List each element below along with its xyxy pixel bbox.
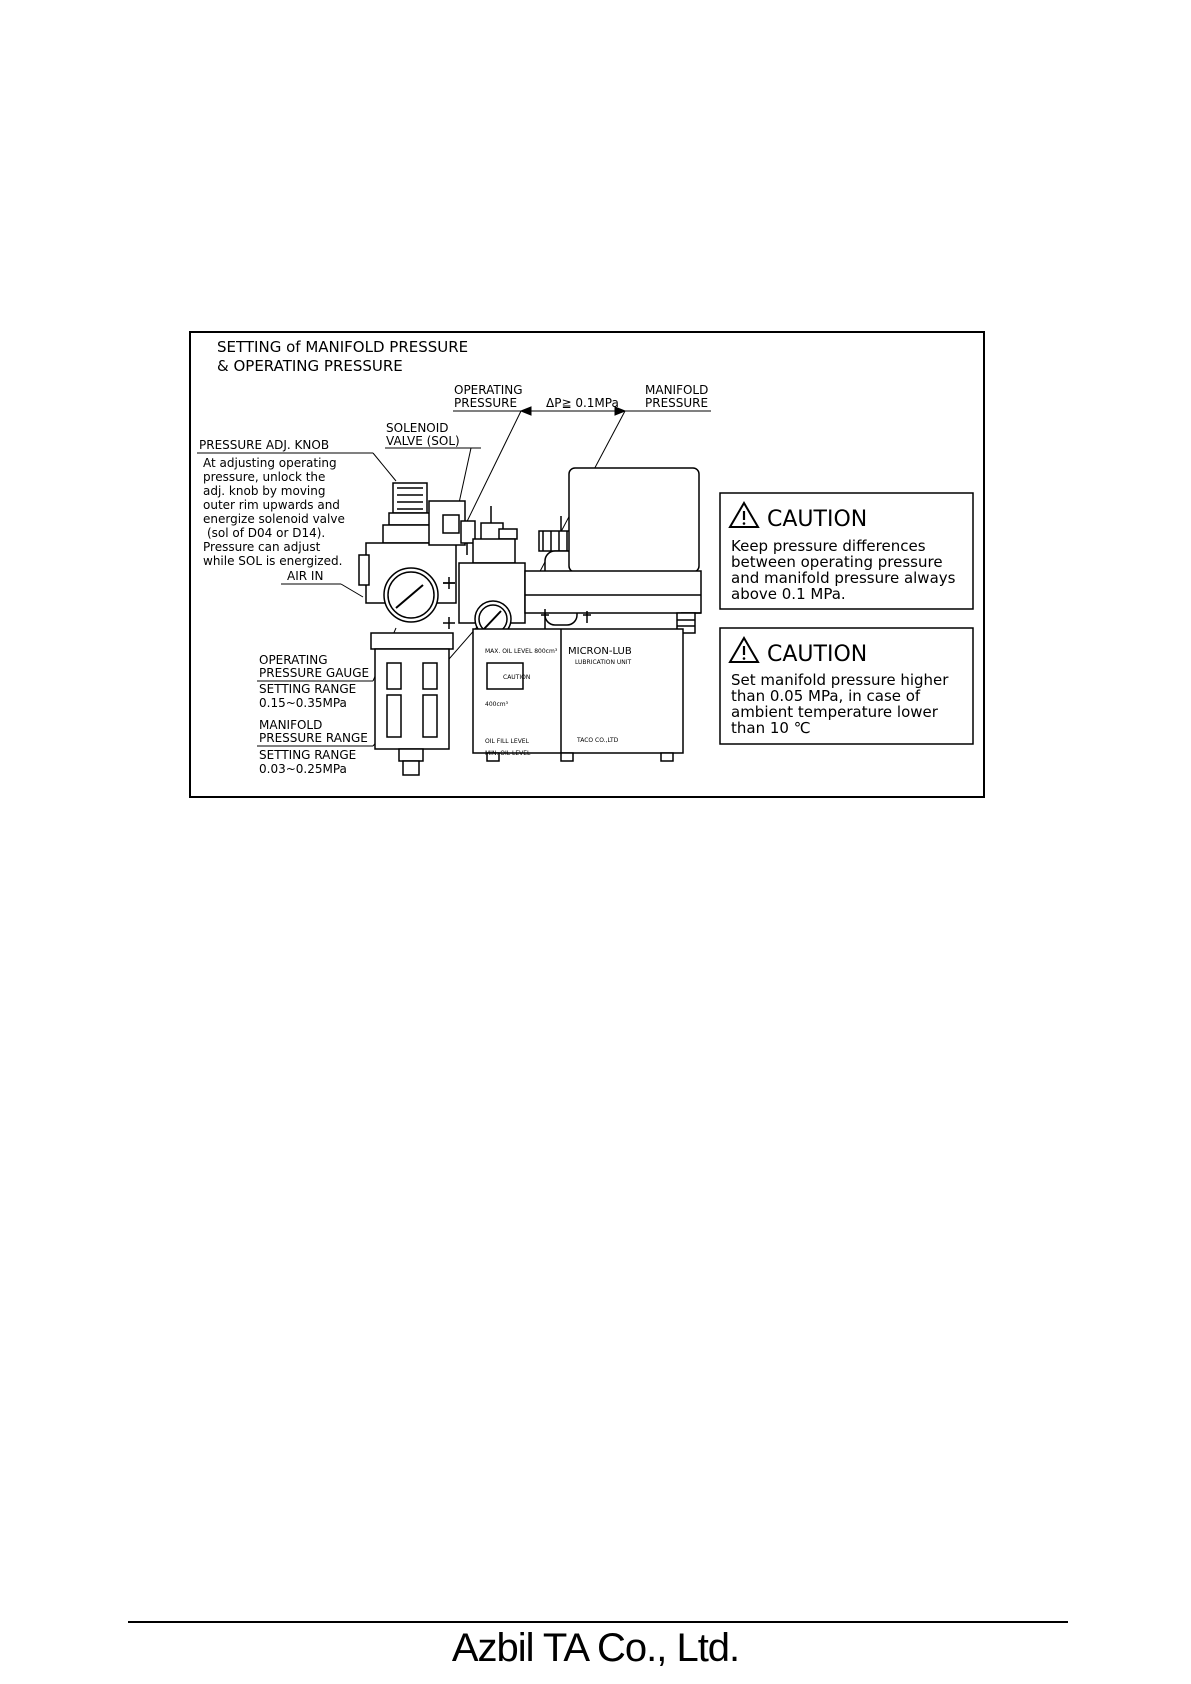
caution-line: between operating pressure [731,553,943,571]
label-operating-pressure-1: OPERATING [454,383,523,397]
value-manifold-range: 0.03~0.25MPa [259,762,347,776]
pressure-setting-figure: SETTING of MANIFOLD PRESSURE & OPERATING… [189,331,985,798]
caution-line: than 0.05 MPa, in case of [731,687,921,705]
knob-note-line: pressure, unlock the [203,470,325,484]
knob-note-line: (sol of D04 or D14). [207,526,325,540]
knob-note-line: At adjusting operating [203,456,337,470]
caution-heading-2: CAUTION [767,642,867,667]
filter-regulator-drawing [358,482,476,776]
label-pressure-adj-knob: PRESSURE ADJ. KNOB [199,438,329,452]
warning-triangle-icon [728,501,760,528]
unit-brand-text: MICRON-LUB [568,646,632,657]
unit-min-oil-text: MIN. OIL LEVEL [485,750,531,757]
knob-note-line: outer rim upwards and [203,498,340,512]
label-op-gauge-1: OPERATING [259,653,328,667]
caution-heading-1: CAUTION [767,507,867,532]
caution-line: than 10 ℃ [731,719,811,737]
caution-line: Keep pressure differences [731,537,926,555]
warning-triangle-icon [728,636,760,663]
caution-line: above 0.1 MPa. [731,585,846,603]
value-op-range: 0.15~0.35MPa [259,696,347,710]
caution-box-2: CAUTION Set manifold pressure higher tha… [719,627,974,745]
caution-line: ambient temperature lower [731,703,939,721]
footer-rule [128,1621,1068,1623]
label-solenoid-1: SOLENOID [386,421,449,435]
label-manifold-range-2: PRESSURE RANGE [259,731,368,745]
knob-note-line: while SOL is energized. [203,554,342,568]
unit-brand-sub-text: LUBRICATION UNIT [575,659,632,666]
footer-company-name: Azbil TA Co., Ltd. [451,1626,740,1670]
unit-maker-text: TACO CO.,LTD [576,737,619,744]
label-operating-pressure-2: PRESSURE [454,396,517,410]
unit-caution-small-text: CAUTION [503,674,530,681]
label-solenoid-2: VALVE (SOL) [386,434,460,448]
delta-p-arrow [453,406,711,416]
unit-oil-400-text: 400cm³ [485,701,509,708]
caution-line: Set manifold pressure higher [731,671,949,689]
knob-note-line: energize solenoid valve [203,512,345,526]
label-manifold-range: SETTING RANGE [259,748,356,762]
unit-oil-fill-text: OIL FILL LEVEL [485,738,530,745]
figure-drawing: SETTING of MANIFOLD PRESSURE & OPERATING… [197,338,974,776]
label-air-in: AIR IN [287,569,323,583]
knob-note: At adjusting operating pressure, unlock … [203,456,345,568]
label-manifold-pressure-2: PRESSURE [645,396,708,410]
label-op-range: SETTING RANGE [259,682,356,696]
label-manifold-pressure-1: MANIFOLD [645,383,708,397]
figure-title-line2: & OPERATING PRESSURE [217,357,403,375]
caution-line: and manifold pressure always [731,569,956,587]
label-op-gauge-2: PRESSURE GAUGE [259,666,369,680]
knob-note-line: adj. knob by moving [203,484,325,498]
knob-note-line: Pressure can adjust [203,540,321,554]
unit-max-oil-text: MAX. OIL LEVEL 800cm³ [485,648,558,655]
lubricator-unit-drawing [443,467,702,762]
label-delta-p: ΔP≧ 0.1MPa [546,396,619,410]
caution-box-1: CAUTION Keep pressure differences betwee… [719,492,974,610]
label-manifold-range-1: MANIFOLD [259,718,322,732]
figure-title-line1: SETTING of MANIFOLD PRESSURE [217,338,468,356]
